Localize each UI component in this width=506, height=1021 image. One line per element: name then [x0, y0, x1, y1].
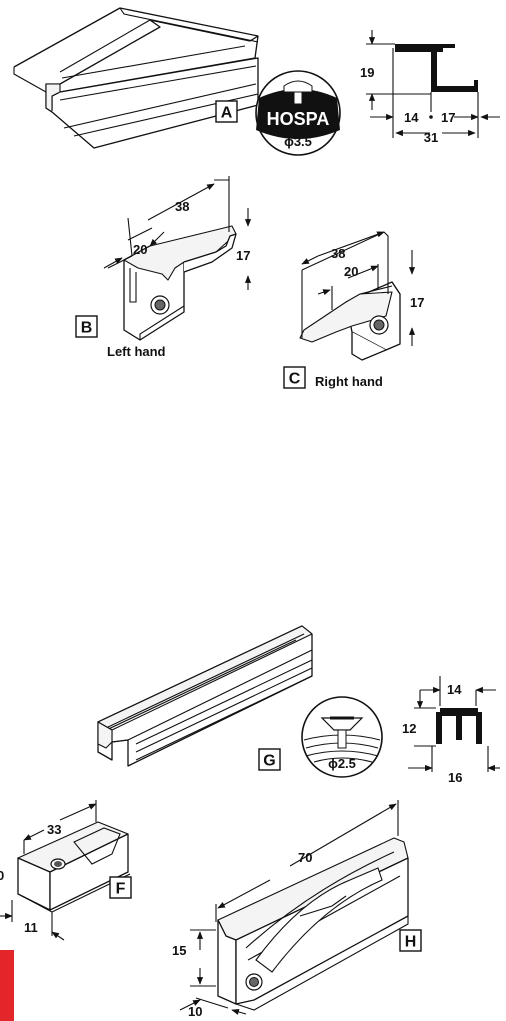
- dim-h-width: 10: [188, 1004, 202, 1019]
- label-g: G: [263, 753, 275, 770]
- dim-b-height: 17: [236, 248, 250, 263]
- dim-g-bottom: 16: [448, 770, 462, 785]
- label-box-c: [283, 366, 306, 389]
- screw-brand-a: HOSPA: [267, 109, 330, 129]
- bracket-c-drawing: [299, 281, 401, 361]
- dim-c-length: 38: [331, 246, 345, 261]
- label-box-f: [109, 876, 132, 899]
- dim-g-height: 12: [402, 721, 416, 736]
- rail-a-drawing: [13, 7, 259, 149]
- dim-a-left: 14: [404, 110, 419, 125]
- label-a: A: [221, 105, 233, 122]
- label-h: H: [405, 934, 417, 951]
- dim-c-offset: 20: [344, 264, 358, 279]
- bracket-b-drawing: [123, 225, 237, 341]
- label-b: B: [81, 320, 93, 337]
- caption-b: Left hand: [107, 344, 166, 359]
- label-box-a: [215, 100, 238, 123]
- dim-h-height: 15: [172, 943, 186, 958]
- color-tab: [0, 950, 14, 1021]
- dim-f-height: 0: [0, 868, 4, 883]
- dim-b-length: 38: [175, 199, 189, 214]
- label-f: F: [116, 881, 126, 898]
- dim-h-length: 70: [298, 850, 312, 865]
- screw-diameter-a: ϕ3.5: [284, 134, 312, 149]
- dim-b-offset: 20: [133, 242, 147, 257]
- caption-c: Right hand: [315, 374, 383, 389]
- label-c: C: [289, 371, 301, 388]
- label-box-b: [75, 315, 98, 338]
- countersunk-screw-icon: [301, 696, 383, 778]
- hospa-screw-icon: [255, 70, 341, 156]
- label-box-h: [399, 929, 422, 952]
- profile-g-section: [408, 676, 500, 772]
- dim-g-top: 14: [447, 682, 462, 697]
- clip-h-drawing: [217, 837, 409, 1011]
- dim-a-right: 17: [441, 110, 455, 125]
- dim-f-width: 11: [24, 920, 38, 935]
- dim-f-length: 33: [47, 822, 61, 837]
- profile-a-section: [366, 30, 500, 138]
- connector-f-drawing: [17, 821, 131, 913]
- rail-g-drawing: [97, 625, 313, 767]
- dim-a-total: 31: [424, 130, 438, 145]
- screw-diameter-g: ϕ2.5: [328, 756, 356, 771]
- dim-c-height: 17: [410, 295, 424, 310]
- label-box-g: [258, 748, 281, 771]
- dim-a-height: 19: [360, 65, 374, 80]
